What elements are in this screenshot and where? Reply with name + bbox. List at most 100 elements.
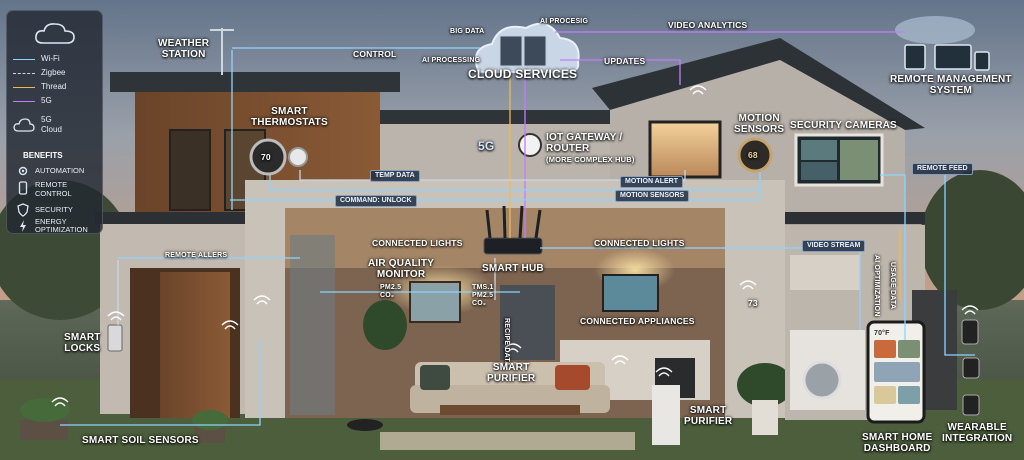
purifier-body	[652, 385, 680, 445]
window-left-upper	[169, 129, 211, 211]
planter-soil-1	[20, 420, 68, 440]
recipe-data-label: RECIPE DATA	[503, 318, 510, 367]
smart-soil-sensors-label: SMART SOIL SENSORS	[82, 435, 199, 446]
updates-label: UPDATES	[604, 56, 646, 66]
big-data-label: BIG DATA	[450, 28, 485, 35]
shield-icon	[17, 203, 29, 217]
air-line-2: MONITOR	[376, 269, 426, 280]
benefit-remote: REMOTE	[35, 180, 68, 189]
smart-home-dashboard-label: SMART HOME DASHBOARD	[862, 432, 932, 454]
smart-purifier-label: SMART PURIFIER	[487, 362, 535, 384]
smart-purifier-bottom-label: SMART PURIFIER	[684, 405, 732, 427]
weather-label-line-2: STATION	[161, 49, 206, 60]
video-analytics-label: VIDEO ANALYTICS	[668, 20, 748, 30]
benefit-security: SECURITY	[35, 205, 73, 214]
motion-dial	[737, 137, 773, 173]
roof-right	[592, 38, 925, 130]
weather-label-line-1: WEATHER	[158, 38, 210, 49]
smart-hub-label: SMART HUB	[482, 263, 544, 274]
remote-mgmt-line-1: REMOTE MANAGEMENT	[890, 74, 1012, 85]
cushion-1	[420, 365, 450, 390]
temp-data-tag: TEMP DATA	[370, 170, 420, 182]
gear-icon	[18, 166, 28, 176]
roof-mid	[380, 110, 610, 124]
remote-tablet	[904, 44, 926, 70]
remote-laptop	[934, 44, 972, 70]
watch-2	[962, 394, 980, 416]
purifier-b-line-1: SMART	[689, 405, 727, 416]
connected-appliances-label: CONNECTED APPLIANCES	[580, 316, 695, 326]
wearable-line-2: INTEGRATION	[942, 433, 1013, 444]
legend-5g-line	[13, 101, 35, 102]
benefit-control: CONTROL	[35, 189, 72, 198]
cam-feed-2	[840, 140, 878, 180]
legend-wifi-line	[13, 59, 35, 60]
smart-thermostats-label: SMART THERMOSTATS	[251, 106, 328, 128]
glass-door	[290, 235, 335, 415]
iot-gateway-label: IOT GATEWAY / ROUTER (MORE COMPLEX HUB)	[546, 132, 635, 165]
smart-locks-label: SMART LOCKS	[64, 332, 101, 354]
tms-reading: TMS.1	[472, 284, 494, 291]
cam-feed-1	[801, 140, 837, 160]
cloud-icon	[35, 23, 75, 44]
motion-sensors-label: MOTION SENSORS	[734, 113, 784, 135]
air-line-1: AIR QUALITY	[368, 258, 435, 269]
co2-reading: CO₂	[380, 292, 395, 299]
world-map	[895, 16, 975, 44]
thermostat-reading: 70	[261, 152, 271, 162]
robot-vacuum	[347, 419, 383, 431]
front-door	[160, 272, 230, 418]
remote-feed-tag: REMOTE FEED	[912, 163, 973, 175]
ai-optimization-label: AI OPTIMIZATION	[873, 255, 880, 317]
legend-panel: Wi-Fi Zigbee Thread 5G 5G Cloud BENEFITS…	[6, 10, 103, 234]
ai-processing-top-label: AI PROCESIG	[540, 18, 589, 25]
plant-right	[737, 363, 793, 407]
dashboard-line-2: DASHBOARD	[863, 443, 931, 454]
air-quality-label: AIR QUALITY MONITOR	[368, 258, 434, 280]
legend-wifi-label: Wi-Fi	[41, 54, 60, 63]
legend-zigbee-line	[13, 73, 35, 74]
motion-sensors-tag: MOTION SENSORS	[615, 190, 690, 202]
benefit-optimization: OPTIMIZATION	[35, 225, 88, 234]
thermostat-dial	[249, 138, 287, 176]
planter-soil-2	[195, 425, 225, 443]
washer	[802, 360, 842, 400]
air-readings: PM2.5 CO₂	[380, 284, 401, 300]
rug	[380, 432, 635, 450]
iot-gateway-icon	[518, 133, 542, 157]
phone-icon	[18, 181, 28, 195]
video-stream-panel	[790, 255, 860, 290]
co2-reading-2: CO₂	[472, 300, 487, 307]
legend-zigbee-label: Zigbee	[41, 68, 66, 77]
wearable-line-1: WEARABLE	[947, 422, 1007, 433]
usage-data-label: USAGE DATA	[889, 262, 896, 310]
tv	[602, 274, 659, 312]
legend-5g-label: 5G	[41, 96, 52, 105]
watch-1	[962, 357, 980, 379]
plant-left	[363, 300, 407, 350]
connected-lights-left-label: CONNECTED LIGHTS	[372, 238, 463, 248]
benefit-energy: ENERGY	[35, 217, 67, 226]
legend-thread-label: Thread	[41, 82, 67, 91]
weather-station-label: WEATHER STATION	[158, 38, 209, 60]
cloud-services-label: CLOUD SERVICES	[468, 67, 578, 81]
connected-lights-right-label: CONNECTED LIGHTS	[594, 238, 685, 248]
legend-5g-cloud-label-1: 5G	[41, 115, 52, 124]
cloud-5g-icon	[13, 118, 35, 132]
purifier-b-line-2: PURIFIER	[684, 416, 733, 427]
wall-art	[409, 281, 461, 323]
motion-line-1: MOTION	[738, 113, 780, 124]
motion-line-2: SENSORS	[734, 124, 785, 135]
server-rack-1	[499, 35, 523, 67]
locks-line-1: SMART	[64, 332, 101, 343]
roof-left	[110, 72, 400, 92]
remote-management-label: REMOTE MANAGEMENT SYSTEM	[890, 74, 1012, 96]
benefit-automation: AUTOMATION	[35, 166, 85, 175]
video-stream-tag: VIDEO STREAM	[802, 240, 866, 252]
motion-sensor-value: 68	[748, 150, 758, 160]
iot-line-3: (MORE COMPLEX HUB)	[546, 155, 635, 164]
tree-right	[920, 170, 1024, 310]
pm25-reading: PM2.5	[380, 284, 402, 291]
